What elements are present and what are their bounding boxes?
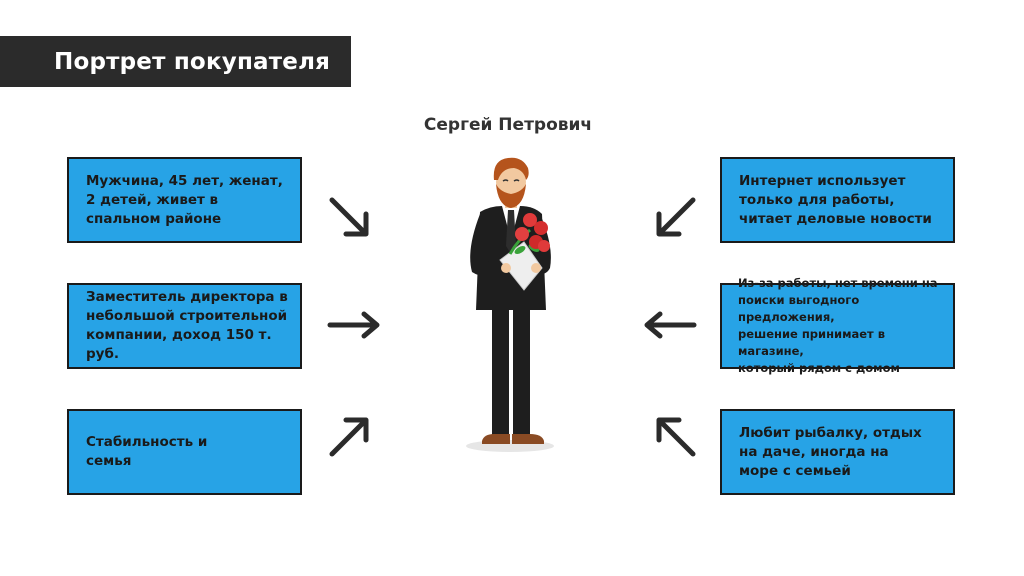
- card-demographics-text: Мужчина, 45 лет, женат, 2 детей, живет в…: [86, 172, 283, 227]
- rose: [523, 213, 537, 227]
- left-hand: [501, 263, 511, 273]
- page-title: Портрет покупателя: [54, 48, 331, 75]
- card-internet-usage-text: Интернет использует только для работы, ч…: [739, 172, 932, 227]
- arrow-right-icon: [327, 311, 380, 339]
- card-values: Стабильность и семья: [67, 409, 302, 495]
- leaf: [514, 246, 526, 254]
- rose: [515, 227, 529, 241]
- beard: [496, 184, 526, 208]
- card-shopping-behavior-text: Из-за работы, нет времени на поиски выго…: [738, 276, 938, 375]
- card-occupation: Заместитель директора в небольшой строит…: [67, 283, 302, 369]
- head: [496, 165, 526, 199]
- arrow-up-left-icon: [656, 417, 696, 457]
- arrow-down-left-icon: [656, 197, 696, 237]
- tie: [506, 210, 516, 254]
- arrow-left-icon: [644, 311, 697, 339]
- right-shoe: [512, 434, 544, 444]
- card-demographics: Мужчина, 45 лет, женат, 2 детей, живет в…: [67, 157, 302, 243]
- left-leg: [492, 300, 509, 440]
- right-eye: [513, 179, 520, 182]
- left-shoe: [482, 434, 510, 444]
- card-shopping-behavior: Из-за работы, нет времени на поиски выго…: [720, 276, 955, 375]
- right-hand: [531, 263, 541, 273]
- card-hobbies-text: Любит рыбалку, отдых на даче, иногда на …: [739, 424, 922, 479]
- card-occupation-text: Заместитель директора в небольшой строит…: [86, 289, 288, 362]
- man-with-flowers-illustration: [466, 157, 554, 452]
- left-eye: [502, 179, 509, 182]
- card-values-text: Стабильность и семья: [86, 434, 208, 469]
- page-title-bar: Портрет покупателя: [0, 36, 351, 87]
- arrow-down-right-icon: [329, 197, 369, 237]
- arrow-up-right-icon: [329, 417, 369, 457]
- rose: [534, 221, 548, 235]
- card-internet-usage: Интернет использует только для работы, ч…: [720, 157, 955, 243]
- rose: [538, 240, 550, 252]
- right-leg: [513, 300, 530, 440]
- left-arm: [470, 214, 502, 277]
- persona-name: Сергей Петрович: [423, 115, 593, 135]
- card-hobbies: Любит рыбалку, отдых на даче, иногда на …: [720, 409, 955, 495]
- hair: [493, 157, 529, 180]
